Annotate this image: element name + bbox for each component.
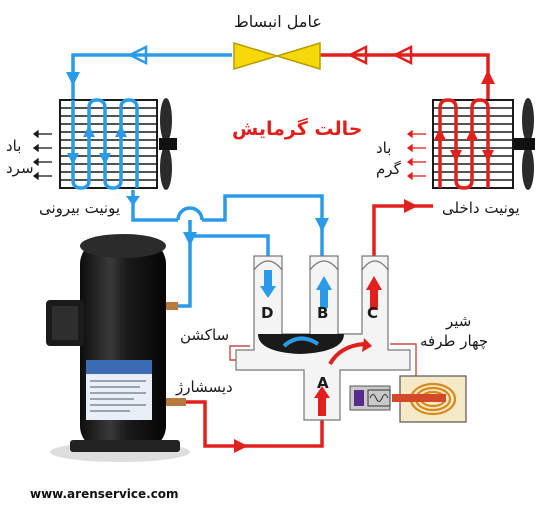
four-way-valve bbox=[229, 255, 417, 421]
cold-wind-label-1: باد bbox=[6, 137, 22, 155]
valve-port-c: C bbox=[367, 304, 378, 322]
outdoor-unit-coil bbox=[59, 98, 158, 190]
cold-wind-label-2: سرد bbox=[6, 159, 34, 177]
four-way-valve-label-2: چهار طرفه bbox=[420, 332, 489, 350]
diagram-title: حالت گرمایش bbox=[232, 118, 363, 140]
website-url: www.arenservice.com bbox=[30, 487, 179, 501]
hot-wind-label-1: باد bbox=[376, 139, 392, 157]
suction-label: ساکشن bbox=[180, 326, 230, 344]
cold-wind-arrows bbox=[32, 129, 52, 181]
expansion-valve bbox=[233, 41, 321, 71]
solenoid-coil bbox=[349, 375, 467, 423]
indoor-unit-label: یونیت داخلی bbox=[442, 199, 520, 217]
hot-gas-pipe bbox=[372, 204, 433, 256]
expansion-valve-label: عامل انبساط bbox=[234, 12, 322, 31]
valve-port-a: A bbox=[317, 374, 329, 392]
compressor-icon bbox=[46, 234, 190, 462]
suction-pipe bbox=[176, 220, 270, 308]
indoor-fan-icon bbox=[513, 98, 535, 190]
valve-port-b: B bbox=[317, 304, 328, 322]
indoor-unit-coil bbox=[432, 98, 514, 190]
valve-port-d: D bbox=[261, 304, 273, 322]
hot-flow-arrows bbox=[234, 44, 495, 453]
discharge-label: دیسشارژ bbox=[176, 378, 233, 396]
liquid-line-cold-side bbox=[71, 53, 232, 100]
four-way-valve-label-1: شیر bbox=[446, 312, 472, 330]
discharge-pipe bbox=[185, 400, 324, 448]
outdoor-fan-icon bbox=[159, 98, 177, 190]
cold-flow-arrows bbox=[66, 44, 329, 246]
outdoor-unit-label: یونیت بیرونی bbox=[39, 199, 121, 217]
hot-wind-arrows bbox=[406, 129, 426, 181]
liquid-line-hot-side bbox=[320, 53, 490, 100]
hot-wind-label-2: گرم bbox=[376, 160, 401, 178]
